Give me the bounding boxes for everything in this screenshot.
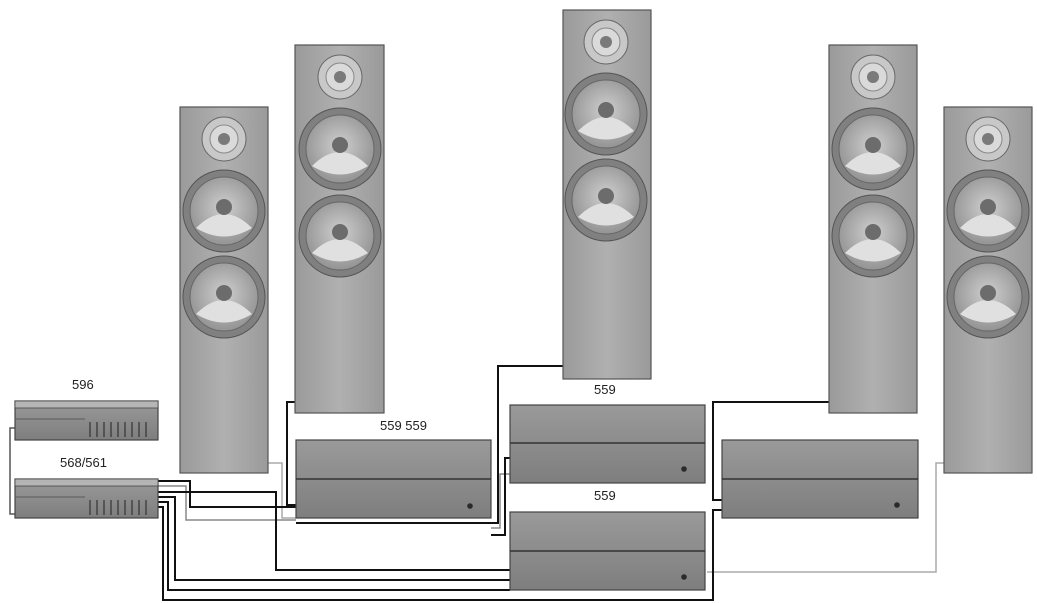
preamp-568-561 — [14, 478, 159, 519]
cable-preamp-link — [9, 427, 15, 515]
preamp-596 — [14, 400, 159, 441]
woofer-icon — [564, 72, 648, 156]
cable-signal-c — [158, 491, 510, 571]
cable-signal-a — [158, 480, 296, 508]
cable-speaker-5 — [707, 462, 944, 573]
amplifier-center-bottom — [509, 511, 706, 591]
label-amplifier-center-top: 559 — [594, 382, 616, 397]
tweeter-icon — [965, 116, 1011, 162]
woofer-icon — [946, 255, 1030, 339]
label-amplifier-left: 559 559 — [380, 418, 427, 433]
tweeter-icon — [317, 54, 363, 100]
label-preamp-568-561: 568/561 — [60, 455, 107, 470]
cable-speaker-1 — [268, 462, 296, 519]
power-led-icon — [681, 466, 687, 472]
woofer-icon — [298, 107, 382, 191]
woofer-icon — [831, 107, 915, 191]
amplifier-right — [721, 439, 919, 519]
preamp-display-grille — [89, 500, 147, 515]
cables — [9, 365, 944, 601]
woofer-icon — [298, 194, 382, 278]
woofer-icon — [831, 194, 915, 278]
cable-signal-h — [491, 457, 510, 536]
preamp-display-grille — [89, 422, 147, 437]
speaker-left — [294, 44, 385, 414]
cable-speaker-2 — [286, 401, 296, 506]
cable-signal-e — [158, 501, 510, 591]
power-led-icon — [467, 503, 473, 509]
speaker-far-left — [179, 106, 269, 474]
label-amplifier-center-bottom: 559 — [594, 488, 616, 503]
power-led-icon — [894, 502, 900, 508]
speaker-far-right — [943, 106, 1033, 474]
power-led-icon — [681, 574, 687, 580]
amplifier-left — [295, 439, 492, 519]
speaker-right — [828, 44, 918, 414]
cable-speaker-3 — [296, 365, 563, 524]
cable-signal-b — [158, 485, 296, 521]
tweeter-icon — [850, 54, 896, 100]
label-preamp-596: 596 — [72, 377, 94, 392]
cable-speaker-4 — [712, 401, 829, 501]
woofer-icon — [564, 158, 648, 242]
woofer-icon — [182, 255, 266, 339]
tweeter-icon — [201, 116, 247, 162]
cable-signal-g — [491, 473, 510, 529]
cable-signal-f — [158, 506, 722, 601]
cable-signal-d — [158, 496, 510, 581]
tweeter-icon — [583, 19, 629, 65]
woofer-icon — [946, 169, 1030, 253]
woofer-icon — [182, 169, 266, 253]
amplifier-center-top — [509, 404, 706, 484]
speaker-center — [562, 9, 652, 380]
